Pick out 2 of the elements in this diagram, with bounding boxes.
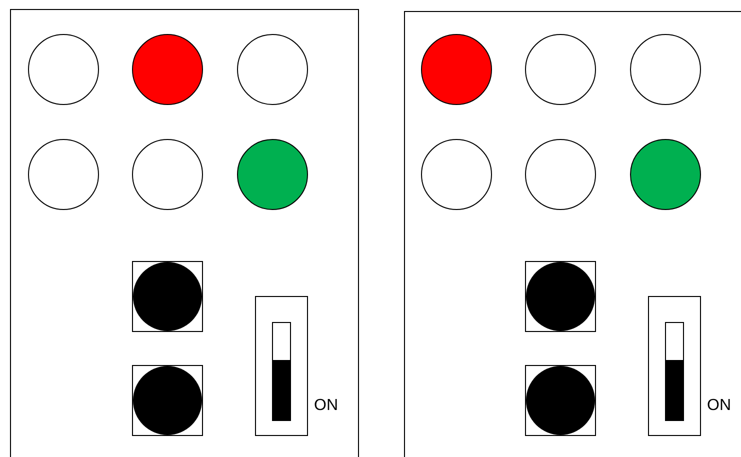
switch-label: ON: [707, 398, 731, 414]
switch-label: ON: [314, 398, 338, 414]
